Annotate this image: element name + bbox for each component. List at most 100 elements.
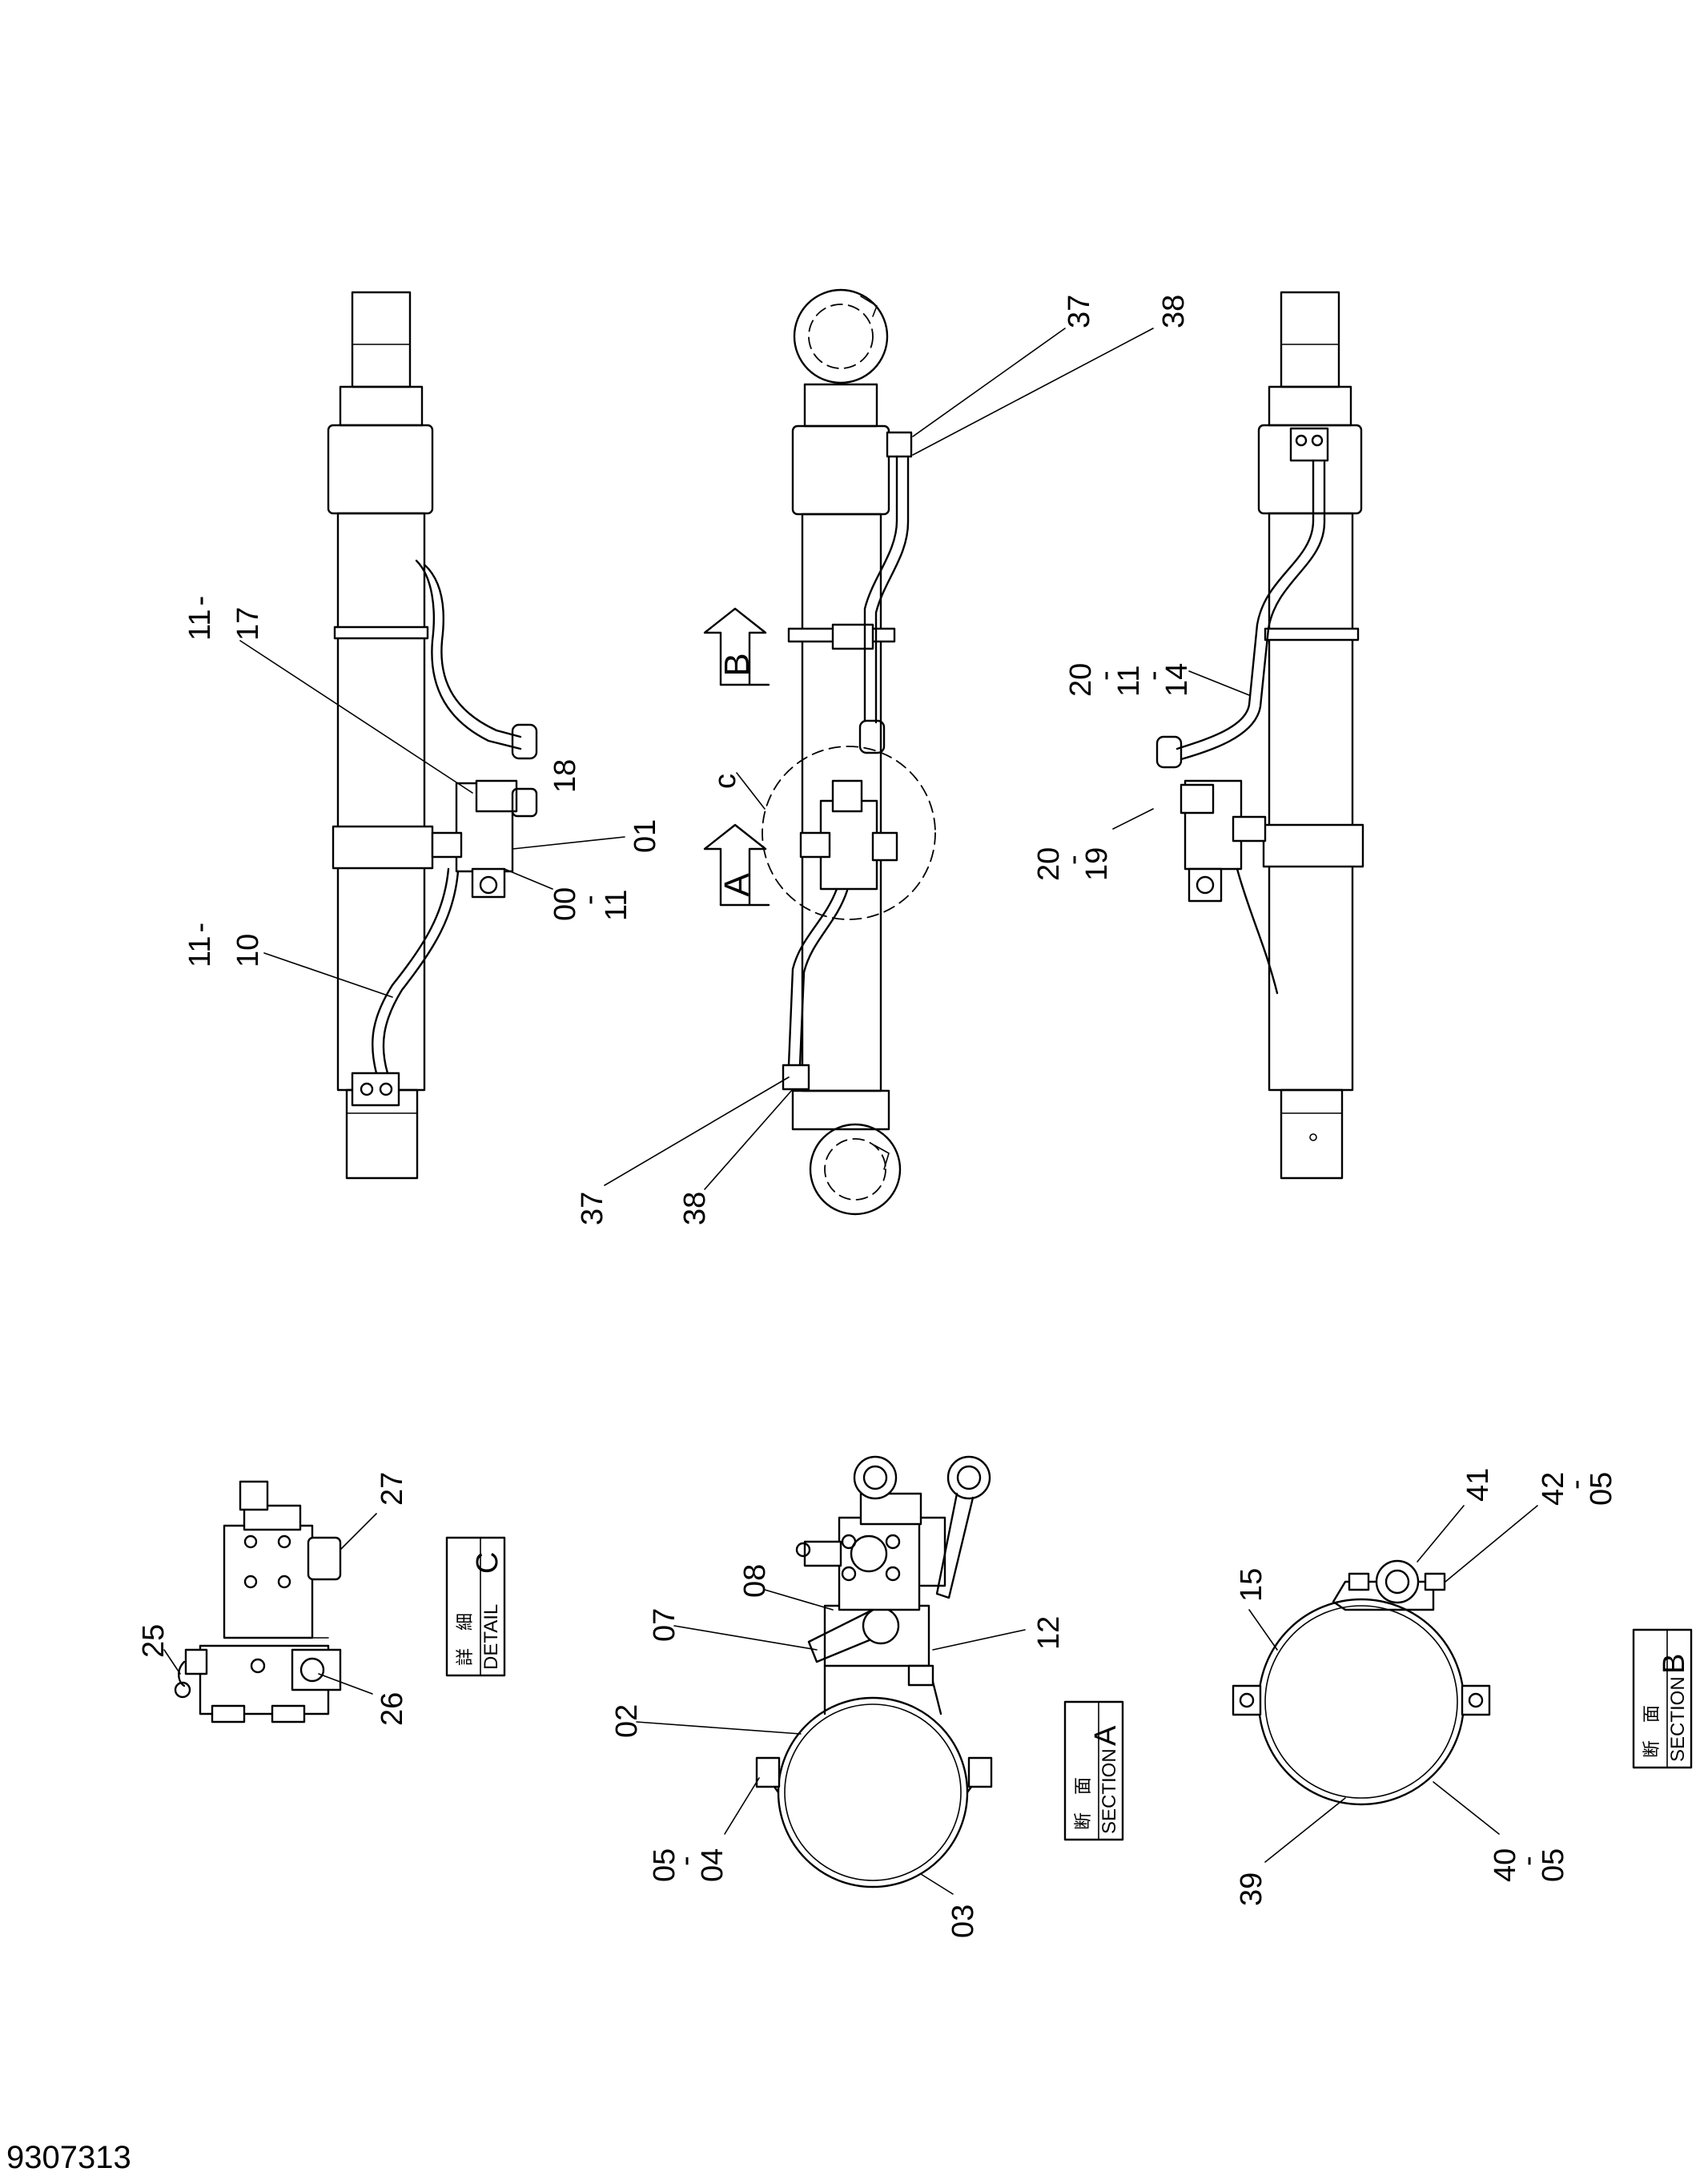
cylinder-view-1 bbox=[327, 291, 538, 1180]
callout-03: 03 bbox=[946, 1904, 980, 1938]
svg-text:14: 14 bbox=[1160, 663, 1194, 697]
detail-c-circle bbox=[762, 746, 936, 920]
callout-41: 41 bbox=[1461, 1468, 1495, 1502]
tube-circle bbox=[777, 1696, 969, 1888]
pipe-upper bbox=[415, 559, 522, 750]
callout-37-bottom: 37 bbox=[576, 1076, 790, 1225]
callout-20-19: 20 - 19 bbox=[1032, 808, 1154, 881]
valve-block bbox=[838, 1516, 921, 1611]
callout-39: 39 bbox=[1235, 1872, 1268, 1906]
callout-42-05-top: 42 bbox=[1537, 1472, 1570, 1506]
svg-text:-: - bbox=[1559, 1479, 1593, 1490]
callout-20-11-14: 20 - 11 - 14 bbox=[1064, 663, 1250, 697]
section-b-callouts: 15 41 42 - 05 39 40 - 05 bbox=[1235, 1468, 1618, 1906]
pipe-lower bbox=[1236, 867, 1279, 995]
callout-15: 15 bbox=[1235, 1568, 1268, 1602]
tube-circle bbox=[1257, 1598, 1465, 1806]
svg-text:20: 20 bbox=[1064, 663, 1098, 697]
detail-c-drawing bbox=[174, 1480, 342, 1723]
callout-08: 08 bbox=[738, 1564, 772, 1598]
svg-text:DETAIL: DETAIL bbox=[480, 1604, 502, 1670]
svg-text:-: - bbox=[669, 1856, 702, 1866]
clamp-band bbox=[332, 825, 434, 870]
svg-text:断 面: 断 面 bbox=[1074, 1777, 1094, 1830]
svg-text:-: - bbox=[1136, 670, 1170, 681]
svg-text:11: 11 bbox=[600, 890, 633, 921]
callout-37-top: 37 bbox=[912, 295, 1096, 437]
svg-text:C: C bbox=[471, 1552, 504, 1574]
section-arrow-b: B bbox=[703, 607, 770, 686]
view3-callouts: 20 - 11 - 14 20 - 19 bbox=[1032, 663, 1250, 881]
callout-27: 27 bbox=[376, 1472, 409, 1506]
svg-text:-: - bbox=[1056, 855, 1090, 865]
svg-text:01: 01 bbox=[629, 819, 662, 853]
rod-eye bbox=[793, 288, 889, 384]
valve-body bbox=[223, 1524, 314, 1639]
svg-text:-: - bbox=[1511, 1856, 1545, 1866]
port-fitting bbox=[946, 1455, 991, 1500]
svg-text:SECTION: SECTION bbox=[1667, 1676, 1689, 1762]
cylinder-tube bbox=[336, 512, 426, 1092]
callout-26: 26 bbox=[376, 1692, 409, 1726]
svg-text:11-: 11- bbox=[183, 923, 217, 967]
svg-text:20: 20 bbox=[1032, 847, 1066, 881]
svg-text:11: 11 bbox=[1112, 666, 1146, 697]
svg-text:断 面: 断 面 bbox=[1642, 1705, 1662, 1758]
cylinder-head bbox=[791, 424, 890, 516]
svg-text:11-: 11- bbox=[183, 596, 217, 641]
detail-c-callouts: 25 26 27 bbox=[137, 1472, 409, 1726]
section-a-drawing bbox=[755, 1455, 993, 1888]
cylinder-view-3 bbox=[1155, 291, 1364, 1180]
callout-05-04-top: 05 bbox=[648, 1848, 681, 1882]
pipe-lower bbox=[372, 867, 450, 1075]
section-b-drawing bbox=[1232, 1559, 1491, 1806]
callout-02: 02 bbox=[610, 1704, 644, 1738]
callout-01: 01 bbox=[512, 819, 662, 853]
svg-text:38: 38 bbox=[678, 1192, 712, 1225]
svg-text:SECTION: SECTION bbox=[1099, 1748, 1120, 1834]
cylinder-tube bbox=[1268, 512, 1354, 1092]
callout-25: 25 bbox=[137, 1624, 171, 1658]
view2-callouts: 37 38 37 38 c bbox=[576, 295, 1191, 1225]
clamp-band bbox=[333, 625, 429, 640]
pipe-upper bbox=[1176, 459, 1315, 750]
callout-42-05-bottom: 05 bbox=[1585, 1472, 1618, 1506]
callout-12: 12 bbox=[1032, 1616, 1066, 1650]
svg-text:B: B bbox=[1658, 1654, 1691, 1674]
svg-text:c: c bbox=[709, 774, 742, 789]
callout-07: 07 bbox=[648, 1608, 681, 1642]
rod-end bbox=[1280, 291, 1340, 388]
pipe-lower bbox=[787, 887, 838, 1067]
callout-38-bottom: 38 bbox=[678, 1088, 794, 1225]
callout-11-10: 11- 10 bbox=[183, 923, 393, 998]
cylinder-head bbox=[327, 424, 434, 515]
callout-18: 18 bbox=[549, 759, 582, 793]
callout-38-top: 38 bbox=[912, 295, 1191, 456]
pipe-41 bbox=[1375, 1559, 1420, 1604]
section-arrow-a: A bbox=[703, 823, 770, 907]
svg-text:-: - bbox=[1088, 670, 1122, 681]
callout-40-05-top: 40 bbox=[1489, 1848, 1522, 1882]
svg-text:37: 37 bbox=[1063, 295, 1096, 328]
mount-plate bbox=[1332, 1580, 1435, 1611]
port-fitting bbox=[853, 1455, 898, 1500]
section-arrow-a-letter: A bbox=[717, 873, 757, 897]
callout-11-17: 11- 17 bbox=[183, 596, 473, 794]
document-number: 9307313 bbox=[6, 2140, 131, 2175]
callout-40-05-bottom: 05 bbox=[1537, 1848, 1570, 1882]
cylinder-view-2: A B bbox=[703, 288, 936, 1216]
section-a-callouts: 02 07 08 12 03 05 - 04 bbox=[610, 1564, 1066, 1938]
svg-text:19: 19 bbox=[1080, 847, 1114, 881]
section-b-label-box: 断 面 SECTION B bbox=[1632, 1628, 1693, 1769]
svg-text:詳 細: 詳 細 bbox=[456, 1613, 476, 1666]
section-arrow-b-letter: B bbox=[717, 653, 757, 676]
svg-text:17: 17 bbox=[231, 607, 265, 641]
svg-text:A: A bbox=[1089, 1725, 1123, 1746]
clamp-band bbox=[1262, 823, 1364, 868]
clamp-band bbox=[1264, 627, 1360, 642]
callout-c: c bbox=[709, 772, 766, 810]
view1-callouts: 11- 17 18 01 00 - 11 11- 10 bbox=[183, 596, 662, 998]
section-a-label-box: 断 面 SECTION A bbox=[1063, 1700, 1124, 1841]
svg-text:37: 37 bbox=[576, 1192, 609, 1225]
